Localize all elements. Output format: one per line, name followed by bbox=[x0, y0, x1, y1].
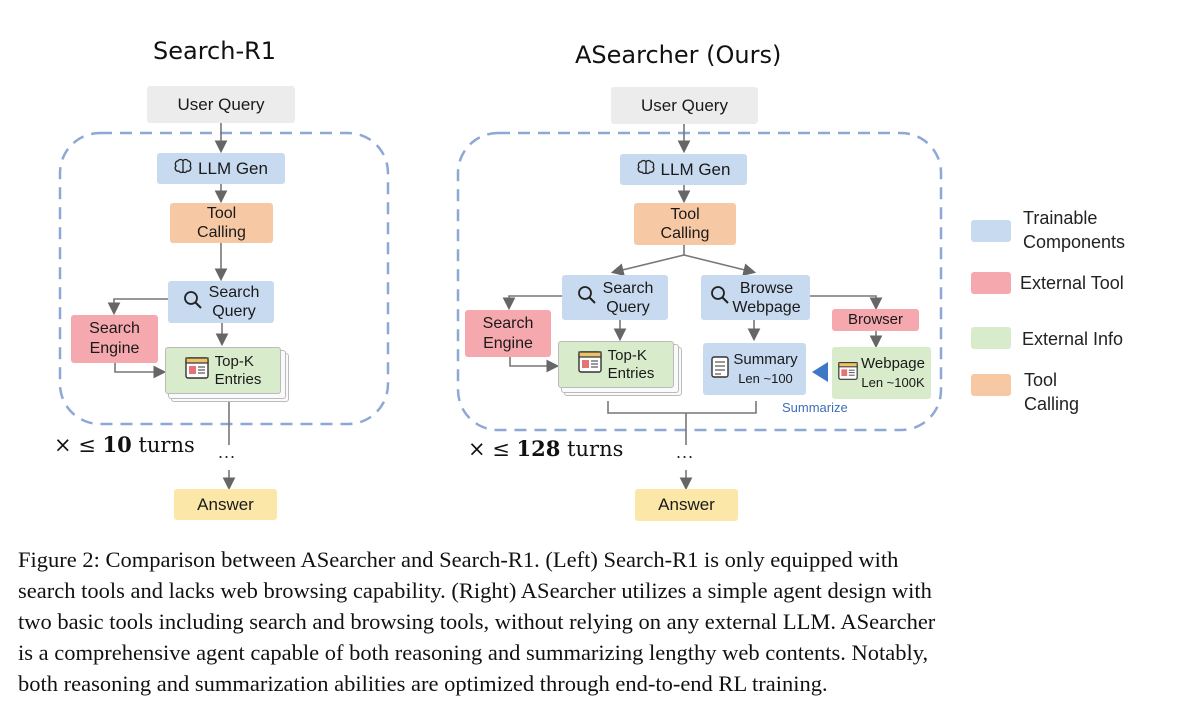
left-topk-line2: Entries bbox=[214, 370, 262, 388]
summarize-arrow-icon bbox=[812, 362, 828, 382]
right-llm-gen: LLM Gen bbox=[620, 154, 747, 185]
legend-swatch-trainable bbox=[971, 220, 1011, 242]
left-search-engine-line2: Engine bbox=[89, 340, 140, 357]
right-topk-line2: Entries bbox=[607, 364, 655, 382]
figure-caption: Figure 2: Comparison between ASearcher a… bbox=[18, 544, 1183, 699]
right-summary-line1: Summary bbox=[733, 351, 798, 368]
right-search-engine: Search Engine bbox=[465, 310, 551, 357]
right-search-engine-line1: Search bbox=[482, 314, 534, 332]
left-search-query-line1: Search bbox=[208, 284, 260, 301]
left-llm-gen-label: LLM Gen bbox=[198, 158, 268, 178]
right-turns-suffix: turns bbox=[560, 437, 624, 461]
caption-line-3: two basic tools including search and bro… bbox=[18, 609, 936, 634]
right-loop-border bbox=[456, 131, 943, 432]
right-llm-gen-label: LLM Gen bbox=[660, 159, 731, 179]
right-tool-calling: Tool Calling bbox=[634, 203, 736, 245]
legend-swatch-external-tool bbox=[971, 272, 1011, 294]
right-browser: Browser bbox=[832, 309, 919, 331]
left-loop-border bbox=[58, 131, 390, 426]
left-search-query: Search Query bbox=[168, 281, 274, 323]
brain-icon bbox=[174, 158, 192, 179]
caption-line-2: search tools and lacks web browsing capa… bbox=[18, 578, 932, 603]
legend-tool-line1: Tool bbox=[1024, 370, 1058, 390]
legend-swatch-tool-calling bbox=[971, 374, 1011, 396]
left-topk-entries: Top-K Entries bbox=[165, 347, 281, 394]
caption-line-1: Figure 2: Comparison between ASearcher a… bbox=[18, 547, 899, 572]
right-browse-line1: Browse bbox=[739, 279, 794, 297]
right-search-query-line1: Search bbox=[602, 279, 654, 297]
right-summary: Summary Len ~100 bbox=[703, 343, 806, 395]
right-tool-calling-line2: Calling bbox=[660, 225, 710, 242]
left-tool-calling-line1: Tool bbox=[206, 205, 237, 222]
document-icon bbox=[711, 355, 730, 383]
magnifier-icon bbox=[710, 285, 730, 310]
right-webpage-line2: Len ~100K bbox=[861, 375, 925, 390]
right-answer: Answer bbox=[635, 489, 738, 521]
brain-icon bbox=[637, 159, 655, 180]
right-tool-calling-line1: Tool bbox=[670, 206, 700, 223]
right-topk-entries: Top-K Entries bbox=[558, 341, 674, 388]
left-search-engine-line1: Search bbox=[89, 320, 140, 337]
caption-line-5: both reasoning and summarization abiliti… bbox=[18, 671, 828, 696]
left-title: Search-R1 bbox=[153, 37, 277, 65]
left-answer: Answer bbox=[174, 489, 277, 520]
left-dots: ... bbox=[218, 442, 237, 462]
right-turns-num: 128 bbox=[516, 436, 561, 461]
left-turns-num: 10 bbox=[102, 432, 132, 457]
right-webpage: Webpage Len ~100K bbox=[832, 347, 931, 399]
right-search-query-line2: Query bbox=[606, 298, 650, 316]
right-title: ASearcher (Ours) bbox=[575, 41, 782, 69]
legend-external-info: External Info bbox=[1022, 329, 1124, 349]
caption-line-4: is a comprehensive agent capable of both… bbox=[18, 640, 929, 665]
left-turns-prefix: × ≤ bbox=[54, 433, 103, 457]
right-user-query: User Query bbox=[611, 87, 758, 124]
right-browse-webpage: Browse Webpage bbox=[701, 275, 810, 320]
right-summary-line2: Len ~100 bbox=[738, 371, 793, 386]
right-search-engine-line2: Engine bbox=[483, 334, 533, 352]
summarize-label: Summarize bbox=[782, 400, 848, 415]
left-search-query-line2: Query bbox=[212, 303, 256, 320]
right-topk-line1: Top-K bbox=[607, 346, 647, 364]
magnifier-icon bbox=[577, 285, 597, 310]
legend-swatch-external-info bbox=[971, 327, 1011, 349]
legend-trainable-line1: Trainable bbox=[1023, 208, 1098, 228]
right-dots: ... bbox=[676, 442, 695, 462]
legend-tool-calling: Tool Calling bbox=[1024, 368, 1079, 416]
left-user-query: User Query bbox=[147, 86, 295, 123]
legend-external-tool: External Tool bbox=[1020, 273, 1124, 293]
right-turns-prefix: × ≤ bbox=[468, 437, 517, 461]
left-tool-calling: Tool Calling bbox=[170, 203, 273, 243]
left-topk-line1: Top-K bbox=[214, 352, 254, 370]
legend-trainable: Trainable Components bbox=[1023, 206, 1125, 254]
legend-trainable-line2: Components bbox=[1023, 232, 1126, 252]
right-turns-label: × ≤ 128 turns bbox=[468, 436, 623, 461]
right-browse-line2: Webpage bbox=[732, 298, 801, 316]
magnifier-icon bbox=[183, 290, 203, 315]
left-llm-gen: LLM Gen bbox=[157, 153, 285, 184]
right-webpage-line1: Webpage bbox=[861, 355, 925, 372]
legend-tool-line2: Calling bbox=[1024, 394, 1080, 414]
right-search-query: Search Query bbox=[562, 275, 668, 320]
left-turns-label: × ≤ 10 turns bbox=[54, 432, 195, 457]
webpage-icon bbox=[577, 350, 602, 379]
left-turns-suffix: turns bbox=[131, 433, 195, 457]
webpage-icon bbox=[838, 361, 858, 386]
webpage-icon bbox=[184, 356, 209, 385]
left-tool-calling-line2: Calling bbox=[197, 224, 246, 241]
left-search-engine: Search Engine bbox=[71, 315, 158, 363]
